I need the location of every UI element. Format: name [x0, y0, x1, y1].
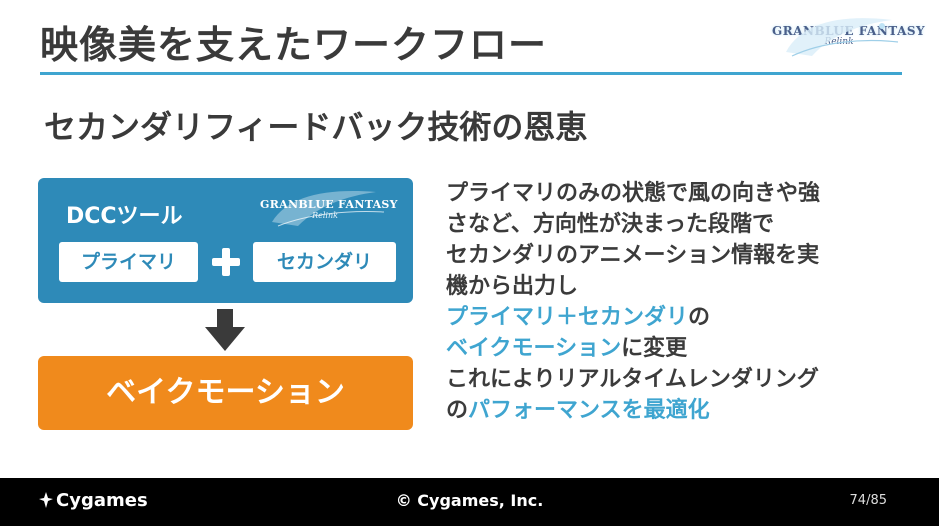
description-fragment: の — [688, 305, 711, 330]
bake-motion-box: ベイクモーション — [38, 356, 413, 430]
description-line: セカンダリのアニメーション情報を実 — [446, 243, 820, 268]
description-fragment: に変更 — [621, 336, 688, 361]
highlight-performance: パフォーマンスを最適化 — [468, 398, 710, 423]
dcc-tool-panel: DCCツール GRANBLUE FANTASY Relink プライマリ セカン… — [38, 178, 413, 303]
description-line: これによりリアルタイムレンダリング — [446, 367, 819, 392]
slide-subtitle: セカンダリフィードバック技術の恩恵 — [44, 108, 588, 146]
description-fragment: の — [446, 398, 469, 423]
copyright-text: © Cygames, Inc. — [395, 491, 544, 510]
description-line: 機から出力し — [446, 274, 579, 299]
secondary-chip: セカンダリ — [253, 242, 396, 282]
cygames-brand: Cygames — [38, 490, 148, 511]
cygames-brand-text: Cygames — [56, 490, 148, 511]
title-divider — [40, 72, 902, 75]
description-line: プライマリのみの状態で風の向きや強 — [446, 181, 821, 206]
logo-subtext: Relink — [824, 37, 854, 47]
dcc-logo-subtext: Relink — [312, 211, 338, 220]
description-text: プライマリのみの状態で風の向きや強 さなど、方向性が決まった段階で セカンダリの… — [446, 178, 916, 426]
dcc-granblue-logo: GRANBLUE FANTASY Relink — [260, 186, 398, 230]
description-line: プライマリ＋セカンダリの — [446, 302, 916, 333]
plus-icon — [212, 248, 240, 276]
highlight-primary-secondary: プライマリ＋セカンダリ — [446, 305, 689, 330]
arrow-down-icon — [205, 309, 245, 351]
description-line: ベイクモーションに変更 — [446, 333, 916, 364]
description-line: さなど、方向性が決まった段階で — [446, 212, 775, 237]
primary-chip: プライマリ — [59, 242, 198, 282]
dcc-logo-text: GRANBLUE FANTASY — [260, 198, 398, 211]
logo-wing-icon — [786, 18, 899, 57]
page-number: 74/85 — [849, 493, 887, 508]
description-line: のパフォーマンスを最適化 — [446, 395, 916, 426]
granblue-fantasy-logo: GRANBLUE FANTASY Relink — [772, 12, 925, 64]
dcc-tool-label: DCCツール — [66, 204, 183, 229]
cygames-logo-icon — [39, 492, 53, 508]
slide-title: 映像美を支えたワークフロー — [40, 23, 548, 67]
highlight-bake-motion: ベイクモーション — [446, 336, 622, 361]
footer-bar: Cygames © Cygames, Inc. 74/85 — [0, 478, 939, 526]
dcc-logo-wing-icon — [272, 191, 385, 227]
